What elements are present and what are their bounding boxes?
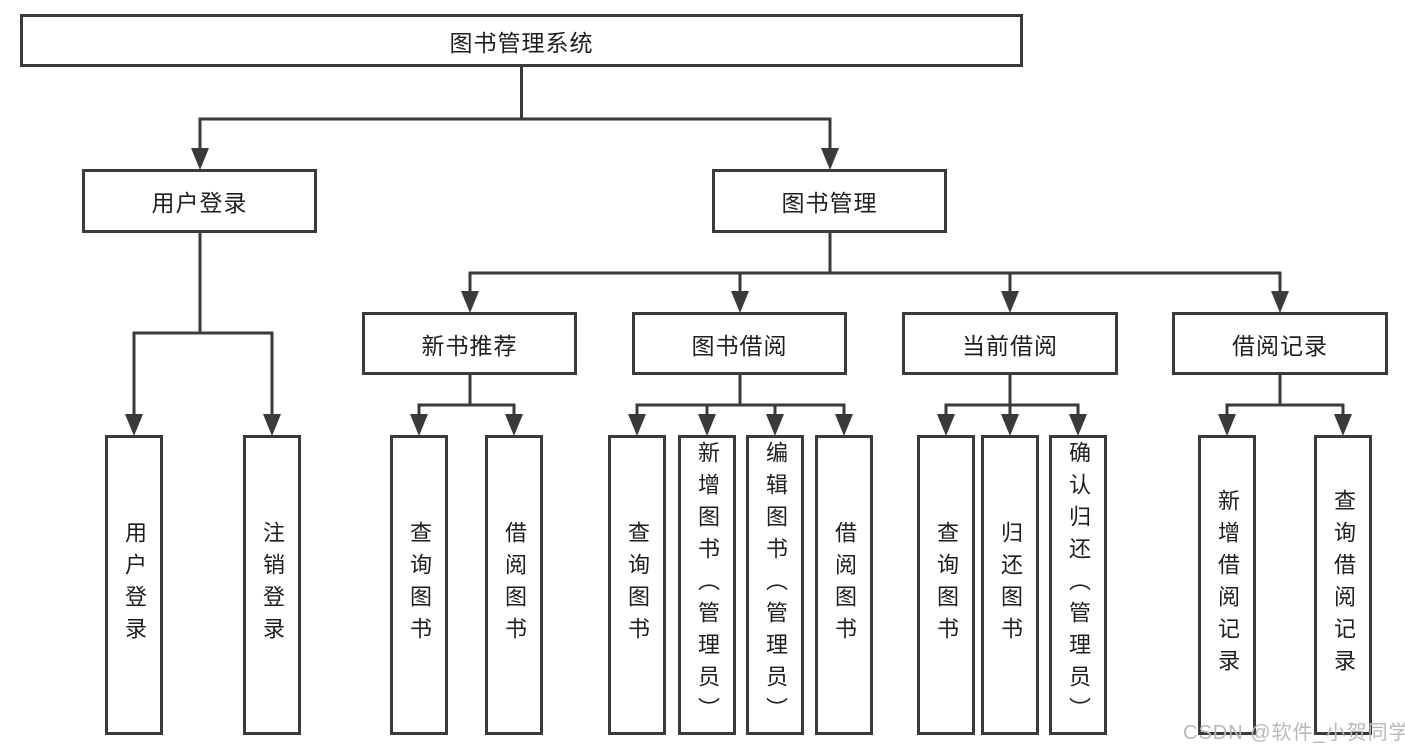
arrow-down-icon <box>461 291 479 313</box>
node-current-borrowing: 当前借阅 <box>902 312 1118 375</box>
leaf-query-books-current: 查询图书 <box>917 435 975 735</box>
arrowheads <box>125 148 1352 436</box>
arrow-down-icon <box>628 414 646 436</box>
leaf-query-books-borrowing: 查询图书 <box>608 435 666 735</box>
arrow-down-icon <box>505 414 523 436</box>
arrow-down-icon <box>821 148 839 170</box>
leaf-confirm-return-admin: 确认归还（管理员） <box>1049 435 1107 735</box>
arrow-down-icon <box>766 414 784 436</box>
arrow-down-icon <box>1334 414 1352 436</box>
arrow-down-icon <box>410 414 428 436</box>
connector <box>1225 375 1345 418</box>
node-new-book-recommend: 新书推荐 <box>362 312 577 375</box>
connector <box>468 233 1282 295</box>
leaf-query-borrow-record: 查询借阅记录 <box>1314 435 1372 735</box>
connector <box>198 67 832 152</box>
arrow-down-icon <box>731 291 749 313</box>
arrow-down-icon <box>191 148 209 170</box>
leaf-add-books-admin: 新增图书（管理员） <box>678 435 736 735</box>
arrow-down-icon <box>1069 414 1087 436</box>
csdn-watermark: CSDN @软件_小贺同学 <box>1183 722 1405 744</box>
leaf-logout: 注销登录 <box>243 435 301 735</box>
arrow-down-icon <box>263 414 281 436</box>
leaf-query-books-recommend: 查询图书 <box>390 435 448 735</box>
node-library-management-system: 图书管理系统 <box>20 14 1023 67</box>
leaf-add-borrow-record: 新增借阅记录 <box>1198 435 1256 735</box>
connector <box>132 233 274 418</box>
node-book-borrowing: 图书借阅 <box>632 312 847 375</box>
node-book-management: 图书管理 <box>712 169 947 233</box>
arrow-down-icon <box>125 414 143 436</box>
arrow-down-icon <box>698 414 716 436</box>
leaf-user-login: 用户登录 <box>105 435 163 735</box>
leaf-return-books: 归还图书 <box>981 435 1039 735</box>
arrow-down-icon <box>835 414 853 436</box>
node-borrowing-records: 借阅记录 <box>1172 312 1388 375</box>
arrow-down-icon <box>1001 291 1019 313</box>
leaf-borrow-books-recommend: 借阅图书 <box>485 435 543 735</box>
arrow-down-icon <box>1001 414 1019 436</box>
arrow-down-icon <box>1271 291 1289 313</box>
arrow-down-icon <box>937 414 955 436</box>
node-user-login: 用户登录 <box>82 169 317 233</box>
leaf-edit-books-admin: 编辑图书（管理员） <box>746 435 804 735</box>
connector <box>417 375 516 418</box>
leaf-borrow-books-borrowing: 借阅图书 <box>815 435 873 735</box>
connector <box>944 375 1080 418</box>
arrow-down-icon <box>1218 414 1236 436</box>
connector <box>635 375 846 418</box>
